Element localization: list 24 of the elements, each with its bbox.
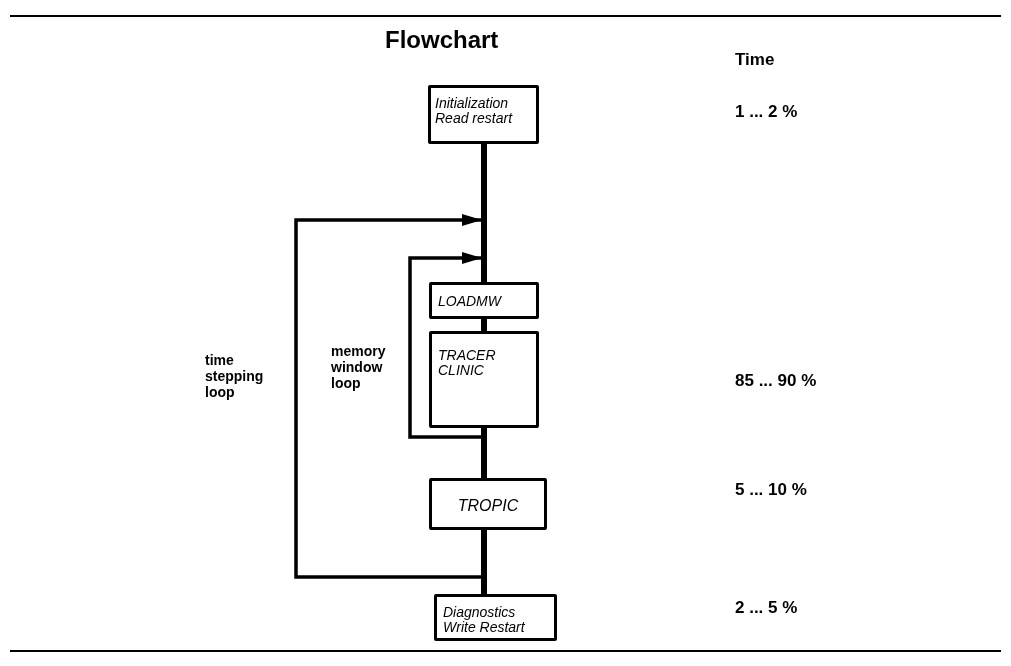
time-percentage: 85 ... 90 %	[735, 373, 817, 389]
flow-line	[481, 530, 487, 594]
process-box	[429, 331, 539, 428]
process-box	[429, 478, 547, 530]
box-text: Diagnostics Write Restart	[443, 605, 526, 635]
box-text: Initialization Read restart	[435, 96, 514, 126]
process-box	[428, 85, 539, 144]
loop-label: time stepping loop	[205, 352, 265, 400]
title: Flowchart	[385, 26, 499, 54]
column-heading: Time	[735, 52, 775, 68]
flow-line	[481, 428, 487, 478]
box-text: TROPIC	[456, 498, 520, 513]
box-text: TRACER CLINIC	[438, 348, 497, 378]
time-percentage: 1 ... 2 %	[735, 104, 798, 120]
flow-line	[481, 319, 487, 331]
process-box	[429, 282, 539, 319]
loop-label: memory window loop	[331, 343, 387, 391]
box-text: LOADMW	[438, 294, 503, 309]
loop-arrow	[294, 214, 486, 579]
process-box	[434, 594, 557, 641]
flow-line	[481, 144, 487, 282]
loop-arrow	[408, 252, 486, 439]
time-percentage: 5 ... 10 %	[735, 482, 807, 498]
time-percentage: 2 ... 5 %	[735, 600, 798, 616]
